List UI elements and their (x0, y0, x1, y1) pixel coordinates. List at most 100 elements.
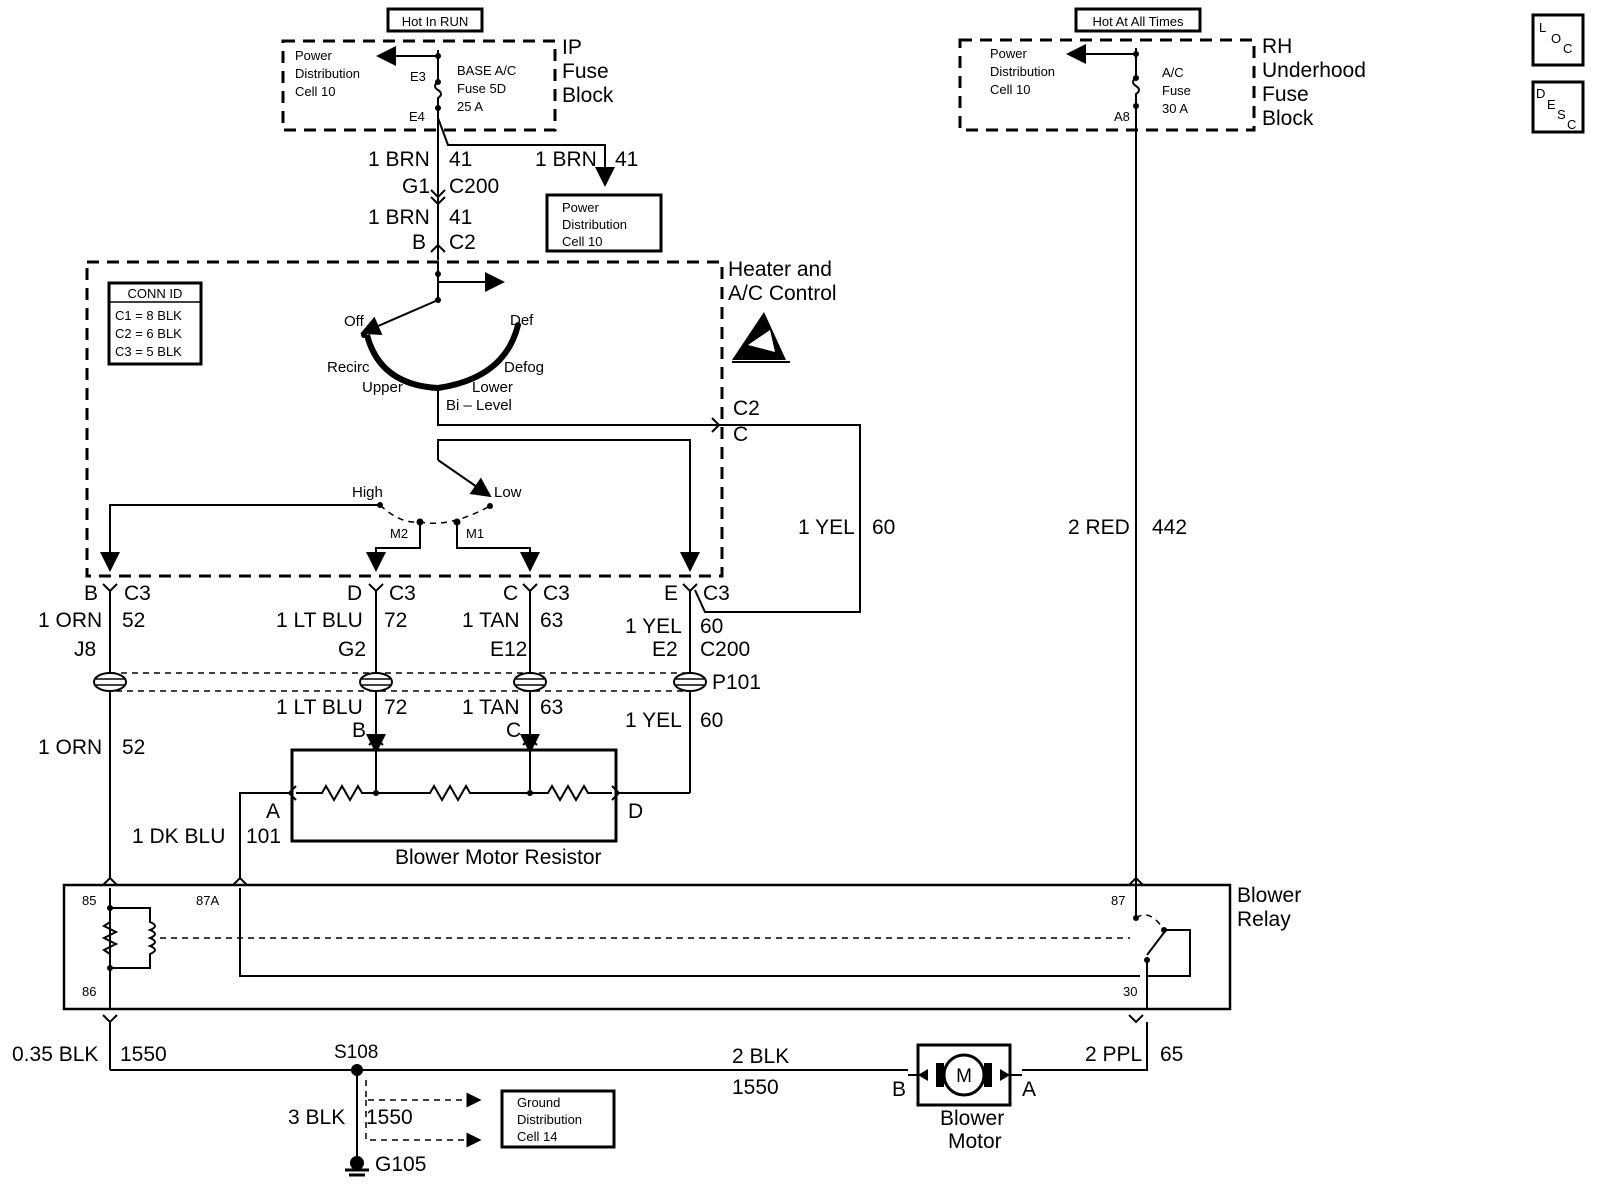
j8: J8 (74, 638, 96, 661)
conn-id-title: CONN ID (128, 286, 183, 301)
n41-c: 41 (449, 206, 472, 229)
p101-pin-3 (513, 672, 547, 692)
rh-title-2: Underhood (1262, 59, 1366, 82)
rh-title-1: RH (1262, 35, 1292, 58)
motor-m: M (956, 1066, 972, 1087)
n60-b: 60 (700, 709, 723, 732)
ip-e3: E3 (410, 69, 426, 84)
speed-high: High (352, 484, 383, 501)
svg-text:C: C (1563, 41, 1572, 56)
desc-icon[interactable]: D E S C (1531, 80, 1585, 134)
relay-name-1: Blower (1237, 884, 1301, 907)
c200-mid: C200 (700, 638, 750, 661)
mode-lower: Lower (472, 379, 513, 396)
c3-pin-e: E (664, 582, 678, 605)
n72-b: 72 (384, 696, 407, 719)
esd-warning-icon (732, 312, 790, 363)
pdc-box-1: Power (562, 200, 600, 215)
motor-name-2: Motor (948, 1130, 1002, 1153)
ip-fuse-line1: BASE A/C (457, 63, 516, 78)
rh-a8: A8 (1114, 109, 1130, 124)
yel1-a: 1 YEL (625, 615, 682, 638)
n1550-b: 1550 (732, 1076, 779, 1099)
conn-id-c2: C2 = 6 BLK (115, 326, 182, 341)
ground-icon (345, 1156, 369, 1177)
svg-text:L: L (1539, 20, 1546, 35)
mode-recirc: Recirc (327, 359, 370, 376)
n72-a: 72 (384, 609, 407, 632)
p101: P101 (712, 671, 761, 694)
b-top: B (412, 231, 426, 254)
n63-b: 63 (540, 696, 563, 719)
pdc-box-3: Cell 10 (562, 234, 602, 249)
motor-pin-a: A (1022, 1078, 1036, 1101)
mode-upper: Upper (362, 379, 403, 396)
motor-name-1: Blower (940, 1107, 1004, 1130)
rh-title-4: Block (1262, 107, 1314, 130)
n101: 101 (246, 825, 281, 848)
c3-label-3: C3 (543, 582, 570, 605)
conn-id-c3: C3 = 5 BLK (115, 344, 182, 359)
relay-pin-85: 85 (82, 893, 96, 908)
ltblu1-a: 1 LT BLU (276, 609, 363, 632)
relay-name-2: Relay (1237, 908, 1291, 931)
mode-bilevel: Bi – Level (446, 397, 512, 414)
g1: G1 (402, 175, 430, 198)
resistor-name: Blower Motor Resistor (395, 846, 602, 869)
blower-motor-resistor: A D 1 DK BLU 101 Blower Motor Resistor (132, 734, 690, 878)
c3-pin-c: C (503, 582, 518, 605)
rh-pdc-line1: Power (990, 46, 1028, 61)
svg-text:D: D (1536, 86, 1545, 101)
c3-connector-row: B C3 D C3 C C3 E C3 1 ORN 52 1 LT BLU 72… (38, 582, 750, 878)
blk035: 0.35 BLK (12, 1043, 98, 1066)
rh-title-3: Fuse (1262, 83, 1309, 106)
orn1-a: 1 ORN (38, 609, 102, 632)
rh-fuse-block-outline (958, 38, 1256, 132)
yel1: 1 YEL (798, 516, 855, 539)
blk2: 2 BLK (732, 1045, 789, 1068)
rh-fuse-line2: Fuse (1162, 83, 1191, 98)
ip-title-3: Block (562, 84, 614, 107)
yel1-b: 1 YEL (625, 709, 682, 732)
gdc-2: Distribution (517, 1112, 582, 1127)
p101-pin-2 (359, 672, 393, 692)
control-title-2: A/C Control (728, 282, 837, 305)
brn1-b: 1 BRN (535, 148, 597, 171)
mode-off: Off (344, 313, 365, 330)
c3-label-2: C3 (389, 582, 416, 605)
n60: 60 (872, 516, 895, 539)
s108: S108 (334, 1042, 378, 1063)
n41-b: 41 (615, 148, 638, 171)
n52-b: 52 (122, 736, 145, 759)
loc-icon[interactable]: L O C (1531, 13, 1585, 67)
resistor-pin-c: C (506, 719, 521, 742)
yel-60-wire: 1 YEL 60 (694, 424, 895, 613)
tan1-a: 1 TAN (462, 609, 520, 632)
speed-m2: M2 (390, 526, 408, 541)
g2: G2 (338, 638, 366, 661)
blk3: 3 BLK (288, 1106, 345, 1129)
ppl2: 2 PPL (1085, 1043, 1142, 1066)
tan1-b: 1 TAN (462, 696, 520, 719)
resistor-pin-b: B (352, 719, 366, 742)
c2-top: C2 (449, 231, 476, 254)
svg-text:O: O (1551, 31, 1561, 46)
brn-41-wire: 1 BRN 41 1 BRN 41 G1 C200 1 BRN 41 B C2 … (368, 108, 663, 260)
ip-e4: E4 (409, 109, 425, 124)
rh-pdc-line3: Cell 10 (990, 82, 1030, 97)
relay-pin-86: 86 (82, 984, 96, 999)
ip-fuse-line2: Fuse 5D (457, 81, 506, 96)
rh-fuse-block: Hot At All Times Power Distribution Cell… (958, 7, 1366, 888)
ip-pdc-line3: Cell 10 (295, 84, 335, 99)
ltblu1-b: 1 LT BLU (276, 696, 363, 719)
ip-pdc-line1: Power (295, 48, 333, 63)
mode-def: Def (510, 312, 534, 329)
c3-label-4: C3 (703, 582, 730, 605)
speed-m1: M1 (466, 526, 484, 541)
p101-connector: P101 1 LT BLU 72 1 TAN 63 1 YEL 60 B C 1… (38, 671, 761, 759)
ip-fuse-line3: 25 A (457, 99, 483, 114)
control-title-1: Heater and (728, 258, 832, 281)
dkblu1: 1 DK BLU (132, 825, 225, 848)
brn1-a: 1 BRN (368, 148, 430, 171)
bottom-circuit: 0.35 BLK 1550 S108 2 BLK 1550 3 BLK 1550… (12, 1022, 1183, 1177)
